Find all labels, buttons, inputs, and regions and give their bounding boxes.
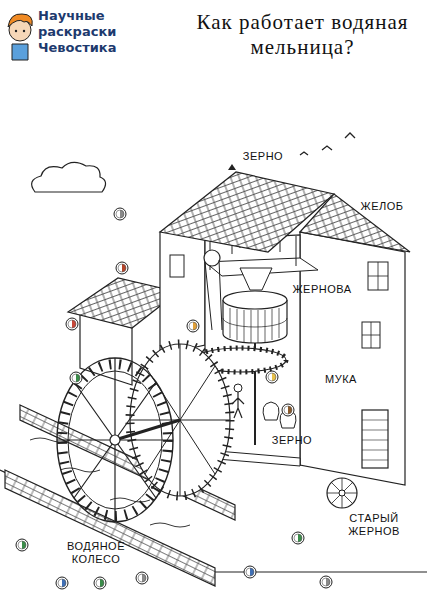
old-millstone [327,478,357,508]
door-planks [362,420,388,460]
wheel-hub [110,435,120,445]
part-label: СТАРЫЙ ЖЕРНОВ [338,512,410,538]
color-dot [244,566,256,578]
color-dot [56,577,68,589]
water-wheel [57,344,230,522]
kid-hair [8,14,32,27]
color-dot [114,208,126,220]
color-dot [282,404,294,416]
color-dot [70,372,82,384]
sack [263,402,279,420]
color-dot [292,532,304,544]
color-dot [66,318,78,330]
weathervane-cat [228,164,236,170]
kid-eye [23,30,25,32]
window [362,322,380,348]
part-label: МУКА [313,373,369,386]
millstone-hatch [223,308,287,343]
part-label: ЖЕРНОВА [280,283,364,296]
part-label: ВОДЯНОЕ КОЛЕСО [60,540,132,566]
old-millstone-hole [339,490,345,496]
miller-head [234,384,242,392]
color-dot [116,262,128,274]
wheel-spokes [57,358,173,522]
kid-body [12,44,28,60]
color-dot [136,572,148,584]
color-dot [187,320,199,332]
door [362,410,388,468]
window-frame [368,262,388,290]
miller-body [232,392,244,418]
logo-kid [8,14,32,60]
color-dot [320,576,332,588]
tower-wall [160,222,205,355]
birds [300,133,355,155]
hopper [240,268,272,290]
window [170,255,184,277]
wheel-rim [57,358,173,522]
logo-text: Научные раскраски Чевостика [38,8,130,56]
kid-eye [15,30,17,32]
part-label: ЗЕРНО [262,434,322,447]
color-dot [266,371,278,383]
main-roof [160,172,334,252]
window-frame [362,322,380,348]
part-label: ЖЕЛОБ [350,200,414,213]
millstone-top [223,291,287,309]
pulley [204,250,220,266]
part-label: ЗЕРНО [233,150,293,163]
cloud [32,162,106,192]
belt [205,260,222,330]
old-millstone-grooves [327,478,357,508]
ground-line [0,470,427,572]
color-dot [94,577,106,589]
window [368,262,388,290]
color-dot [16,539,28,551]
page-title: Как работает водяная мельница? [195,10,410,60]
